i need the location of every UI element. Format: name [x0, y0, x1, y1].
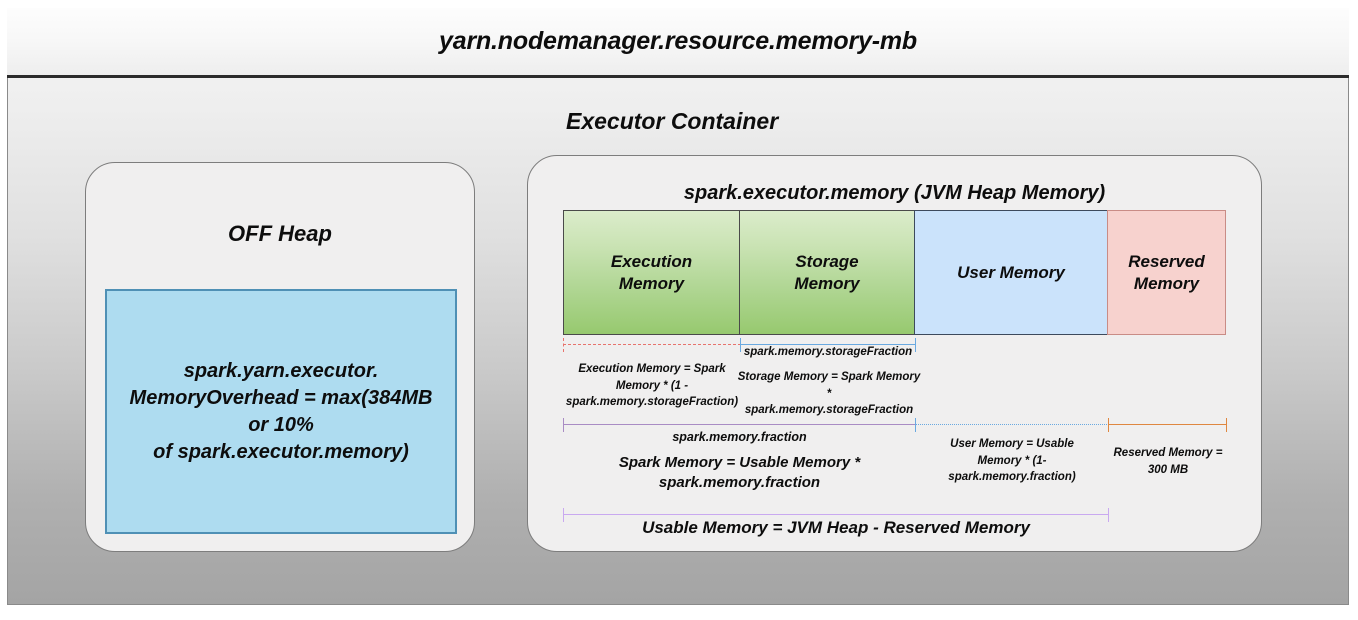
bracket-tick-right [1226, 418, 1227, 432]
label-memory-fraction: spark.memory.fraction [672, 430, 807, 444]
bracket-tick-left [563, 508, 564, 522]
block-user-memory: User Memory [914, 210, 1108, 335]
page-title: yarn.nodemanager.resource.memory-mb [439, 27, 917, 55]
block-reserved-memory: Reserved Memory [1107, 210, 1226, 335]
block-label-reserved-memory: Reserved Memory [1128, 252, 1205, 293]
bracket-tick-left [740, 338, 741, 352]
bracket-tick-right [915, 338, 916, 352]
formula-spark-memory: Spark Memory = Usable Memory * spark.mem… [618, 454, 861, 492]
bracket-line [563, 344, 741, 345]
bracket-tick-left [563, 418, 564, 432]
block-storage-memory: Storage Memory [739, 210, 915, 335]
diagram-title-bar: yarn.nodemanager.resource.memory-mb [7, 8, 1349, 78]
jvm-heap-title: spark.executor.memory (JVM Heap Memory) [683, 182, 1106, 204]
formula-execution-memory: Execution Memory = Spark Memory * (1 - s… [565, 363, 739, 409]
formula-storage-memory: Storage Memory = Spark Memory * spark.me… [737, 371, 921, 417]
bracket-line [563, 514, 1109, 515]
memory-overhead-box: spark.yarn.executor. MemoryOverhead = ma… [105, 289, 457, 534]
formula-reserved-memory: Reserved Memory = 300 MB [1113, 447, 1223, 476]
bracket-user-memory [915, 418, 1109, 432]
bracket-line [1108, 424, 1227, 425]
block-execution-memory: Execution Memory [563, 210, 740, 335]
bracket-line [563, 424, 916, 425]
bracket-line [915, 424, 1109, 425]
bracket-tick-right [1108, 508, 1109, 522]
bracket-tick-left [1108, 418, 1109, 432]
bracket-tick-left [915, 418, 916, 432]
executor-container-heading: Executor Container [566, 108, 779, 134]
bracket-reserved-memory [1108, 418, 1227, 432]
off-heap-card: OFF Heap spark.yarn.executor. MemoryOver… [85, 162, 475, 552]
bracket-execution-memory [563, 338, 741, 352]
memory-blocks-row: Execution Memory Storage Memory User Mem… [563, 210, 1226, 335]
block-label-execution-memory: Execution Memory [610, 252, 693, 293]
bracket-line [740, 344, 916, 345]
bracket-usable-memory [563, 508, 1109, 522]
off-heap-title: OFF Heap [228, 221, 332, 246]
block-label-user-memory: User Memory [957, 262, 1065, 282]
memory-overhead-formula: spark.yarn.executor. MemoryOverhead = ma… [129, 359, 433, 463]
label-storage-fraction: spark.memory.storageFraction [743, 346, 913, 358]
bracket-storage-fraction [740, 338, 916, 352]
formula-user-memory: User Memory = Usable Memory * (1- spark.… [948, 438, 1076, 484]
bracket-tick-left [563, 338, 564, 352]
block-label-storage-memory: Storage Memory [794, 252, 860, 293]
formula-usable-memory: Usable Memory = JVM Heap - Reserved Memo… [642, 518, 1030, 537]
